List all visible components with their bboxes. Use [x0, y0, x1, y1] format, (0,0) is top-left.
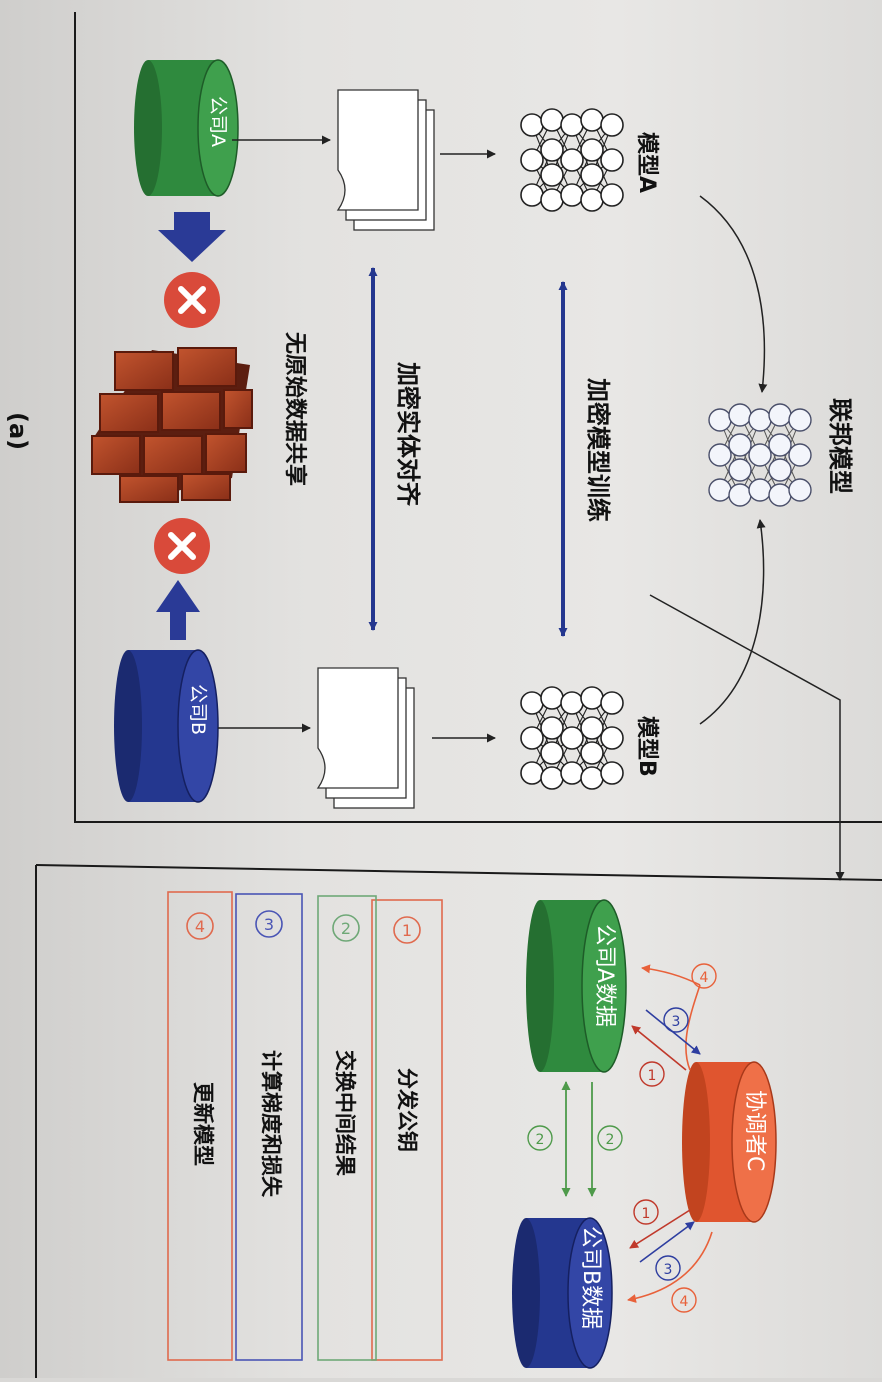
step-2-number: 2	[536, 1132, 545, 1148]
step-3-badge	[655, 1255, 681, 1281]
step-1-number: 1	[648, 1068, 657, 1084]
company-b-data-database: 公司B数据	[512, 1217, 613, 1369]
arrow-to-coordinator-panel	[649, 594, 845, 881]
legend-label: 更新模型	[191, 1082, 215, 1166]
model-b-label: 模型B	[634, 716, 659, 777]
arrow-model-b-to-federated	[699, 519, 766, 725]
federated-model-network-icon	[708, 403, 812, 507]
coordinator-label: 协调者C	[742, 1090, 767, 1171]
step-1-number: 1	[642, 1206, 651, 1222]
company-b-database: 公司B	[114, 649, 219, 803]
step-4-arrow	[627, 1231, 713, 1303]
encrypted-training-label: 加密模型训练	[584, 378, 612, 522]
step-3-number: 3	[672, 1014, 681, 1030]
brick-wall-icon	[91, 347, 253, 503]
company-b-blocked-arrow	[156, 580, 200, 640]
step-2-badge	[527, 1125, 553, 1151]
step-2-number: 2	[606, 1132, 615, 1148]
model-a-network-icon	[520, 108, 624, 212]
company-a-documents	[337, 89, 435, 231]
company-a-blocked-arrow	[158, 212, 226, 262]
company-b-label: 公司B	[187, 684, 209, 735]
top-panel-border	[74, 12, 882, 823]
step-2-badge	[597, 1125, 623, 1151]
legend-number: 1	[402, 921, 412, 940]
model-a-label: 模型A	[634, 132, 659, 193]
step-3-badge	[663, 1007, 689, 1033]
bottom-panel-border-top	[35, 864, 882, 881]
company-a-label: 公司A	[207, 96, 229, 147]
step-4-arrow-head	[641, 964, 701, 986]
legend-label: 分发公钥	[395, 1068, 419, 1152]
coordinator-c-database: 协调者C	[682, 1061, 777, 1223]
legend-item-4: 4 更新模型	[167, 891, 233, 1361]
bottom-panel: 1 分发公钥 2 交换中间结果 3 计算梯度和损失 4 更新模型 协调者C	[35, 864, 882, 1378]
company-a-data-database: 公司A数据	[526, 899, 627, 1073]
step-3-number: 3	[664, 1262, 673, 1278]
step-4-number: 4	[680, 1294, 689, 1310]
legend-number: 4	[195, 917, 205, 936]
company-a-database: 公司A	[134, 59, 239, 197]
legend-number: 3	[264, 915, 274, 934]
no-raw-data-sharing-label: 无原始数据共享	[282, 332, 308, 486]
federated-model-title: 联邦模型	[826, 398, 854, 494]
legend-item-3: 3 计算梯度和损失	[235, 893, 303, 1361]
step-4-number: 4	[700, 970, 709, 986]
blocked-x-icon	[154, 518, 210, 574]
legend-number: 2	[341, 919, 351, 938]
company-b-data-label: 公司B数据	[578, 1226, 603, 1329]
step-1-arrow	[631, 1025, 687, 1071]
step-4-badge	[691, 963, 717, 989]
step-1-badge	[633, 1199, 659, 1225]
company-b-documents	[317, 667, 415, 809]
step-4-arrow	[685, 984, 701, 1071]
figure-label: (a)	[4, 412, 32, 450]
step-4-badge	[671, 1287, 697, 1313]
legend-label: 交换中间结果	[333, 1050, 357, 1176]
legend-item-2: 2 交换中间结果	[317, 895, 377, 1361]
step-1-arrow	[629, 1209, 691, 1249]
model-b-network-icon	[520, 686, 624, 790]
entity-alignment-label: 加密实体对齐	[394, 362, 422, 507]
legend-item-1: 1 分发公钥	[371, 899, 443, 1361]
arrow-model-a-to-federated	[699, 195, 768, 393]
legend-label: 计算梯度和损失	[259, 1050, 283, 1198]
company-a-data-label: 公司A数据	[592, 924, 617, 1027]
top-panel: (a) 公司A 公司B 模型A 模型B 联邦模型	[4, 12, 882, 881]
step-1-badge	[639, 1061, 665, 1087]
blocked-x-icon	[164, 272, 220, 328]
step-3-arrow	[639, 1221, 695, 1263]
